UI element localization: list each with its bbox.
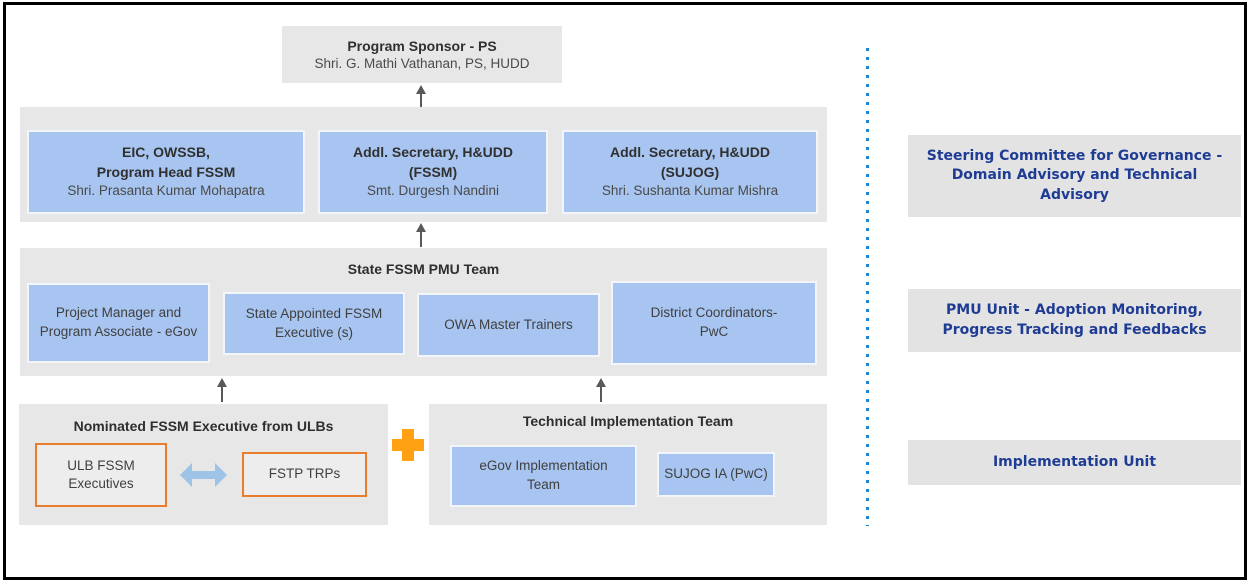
dotted-divider-line: [866, 48, 869, 526]
fstp-trps-label: FSTP TRPs: [268, 466, 341, 482]
ulb-fssm-executives-label: ULB FSSM Executives: [67, 457, 135, 491]
arrow-up-to-executives-icon: [416, 223, 426, 247]
exec-box-eic-owssb: EIC, OWSSB, Program Head FSSM Shri. Pras…: [27, 130, 305, 214]
plus-icon: [392, 429, 424, 461]
pmu-box-project-manager: Project Manager and Program Associate - …: [27, 283, 210, 363]
ulb-fssm-executives-box: ULB FSSM Executives: [35, 443, 167, 507]
double-arrow-icon: [180, 463, 227, 487]
arrow-up-from-ulb-icon: [217, 378, 227, 402]
pmu-team-container: State FSSM PMU Team Project Manager and …: [20, 248, 827, 376]
right-label-pmu-unit-text: PMU Unit - Adoption Monitoring, Progress…: [942, 301, 1207, 338]
exec-box-addl-secretary-sujog-title-line2: (SUJOG): [660, 163, 720, 180]
exec-box-addl-secretary-fssm-title-line2: (FSSM): [408, 163, 458, 180]
exec-box-addl-secretary-fssm: Addl. Secretary, H&UDD (FSSM) Smt. Durge…: [318, 130, 548, 214]
right-label-steering-committee-text: Steering Committee for Governance - Doma…: [926, 147, 1223, 203]
double-arrow-right-head-icon: [215, 463, 227, 487]
exec-box-eic-owssb-title-line1: EIC, OWSSB,: [122, 144, 210, 161]
executive-level-container: EIC, OWSSB, Program Head FSSM Shri. Pras…: [20, 107, 827, 222]
sujog-ia-pwc-box: SUJOG IA (PwC): [657, 452, 775, 497]
exec-box-addl-secretary-sujog-name: Shri. Sushanta Kumar Mishra: [601, 183, 779, 198]
pmu-box-project-manager-label: Project Manager and Program Associate - …: [39, 305, 198, 339]
pmu-box-state-fssm-executive-label: State Appointed FSSM Executive (s): [245, 305, 383, 340]
pmu-box-state-fssm-executive: State Appointed FSSM Executive (s): [223, 292, 405, 355]
arrow-up-to-sponsor-icon: [416, 85, 426, 108]
double-arrow-left-head-icon: [180, 463, 192, 487]
exec-box-addl-secretary-sujog-title-line1: Addl. Secretary, H&UDD: [609, 144, 770, 161]
right-label-implementation-unit-text: Implementation Unit: [992, 453, 1157, 470]
exec-box-eic-owssb-title-line2: Program Head FSSM: [96, 163, 236, 180]
egov-implementation-team-box: eGov Implementation Team: [450, 445, 637, 507]
tech-section-container: Technical Implementation Team eGov Imple…: [429, 404, 827, 525]
pmu-box-district-coordinators-label: District Coordinators- PwC: [650, 305, 778, 339]
exec-box-addl-secretary-fssm-title-line1: Addl. Secretary, H&UDD: [352, 144, 513, 161]
pmu-box-district-coordinators: District Coordinators- PwC: [611, 281, 817, 365]
exec-box-addl-secretary-fssm-name: Smt. Durgesh Nandini: [366, 183, 500, 198]
exec-box-eic-owssb-name: Shri. Prasanta Kumar Mohapatra: [67, 183, 265, 198]
pmu-box-owa-master-trainers-label: OWA Master Trainers: [444, 316, 573, 332]
arrow-up-from-tech-icon: [596, 378, 606, 402]
double-arrow-bar-icon: [190, 471, 217, 479]
exec-box-addl-secretary-sujog: Addl. Secretary, H&UDD (SUJOG) Shri. Sus…: [562, 130, 818, 214]
ulb-section-title: Nominated FSSM Executive from ULBs: [73, 418, 334, 434]
right-label-pmu-unit: PMU Unit - Adoption Monitoring, Progress…: [908, 289, 1241, 352]
program-sponsor-name: Shri. G. Mathi Vathanan, PS, HUDD: [314, 56, 530, 71]
pmu-box-owa-master-trainers: OWA Master Trainers: [417, 293, 600, 357]
tech-section-title: Technical Implementation Team: [522, 413, 734, 429]
program-sponsor-title: Program Sponsor - PS: [347, 38, 497, 54]
pmu-team-title: State FSSM PMU Team: [347, 261, 500, 277]
sujog-ia-pwc-label: SUJOG IA (PwC): [664, 466, 768, 482]
program-sponsor-box: Program Sponsor - PS Shri. G. Mathi Vath…: [282, 26, 562, 83]
egov-implementation-team-label: eGov Implementation Team: [479, 458, 608, 492]
right-label-implementation-unit: Implementation Unit: [908, 440, 1241, 485]
plus-icon-horizontal-bar: [392, 439, 424, 451]
right-label-steering-committee: Steering Committee for Governance - Doma…: [908, 135, 1241, 217]
fstp-trps-box: FSTP TRPs: [242, 452, 367, 497]
